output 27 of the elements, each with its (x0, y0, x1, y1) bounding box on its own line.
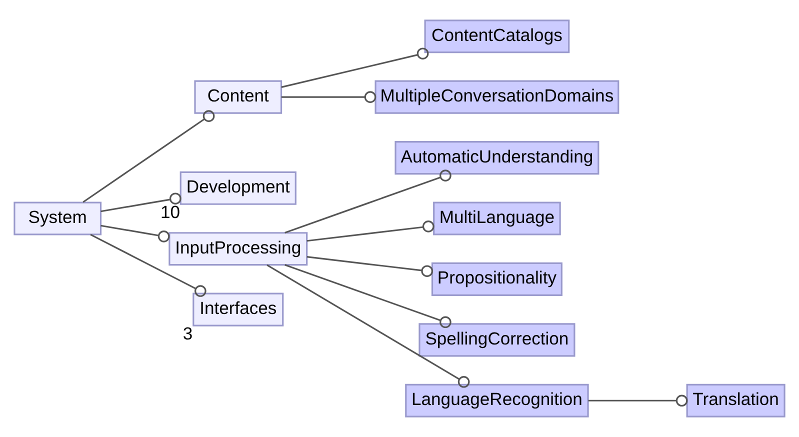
node-box: SpellingCorrection (418, 323, 576, 357)
node-label: 3 (182, 324, 193, 344)
connector (266, 264, 470, 388)
node-box: MultiLanguage (433, 202, 561, 236)
node-box: Interfaces (192, 292, 284, 326)
node-box: AutomaticUnderstanding (394, 141, 600, 175)
connector (281, 48, 429, 88)
node-box: Translation (686, 384, 786, 418)
connector (90, 234, 206, 297)
node-box: Propositionality (431, 262, 562, 296)
connector (306, 256, 433, 278)
node-box: System (14, 202, 102, 236)
node-box: Content (194, 80, 282, 114)
node-box: Development (180, 171, 296, 205)
connector (281, 91, 376, 103)
node-box: LanguageRecognition (405, 384, 589, 418)
connector (284, 170, 452, 234)
node-box: InputProcessing (168, 232, 308, 266)
connector (306, 220, 434, 242)
node-label: 10 (160, 202, 180, 222)
node-box: MultipleConversationDomains (374, 80, 620, 114)
connector (100, 224, 170, 242)
connector (284, 264, 452, 328)
connector (100, 192, 182, 212)
connector (82, 110, 215, 203)
connector (588, 394, 688, 407)
node-box: ContentCatalogs (424, 20, 570, 54)
